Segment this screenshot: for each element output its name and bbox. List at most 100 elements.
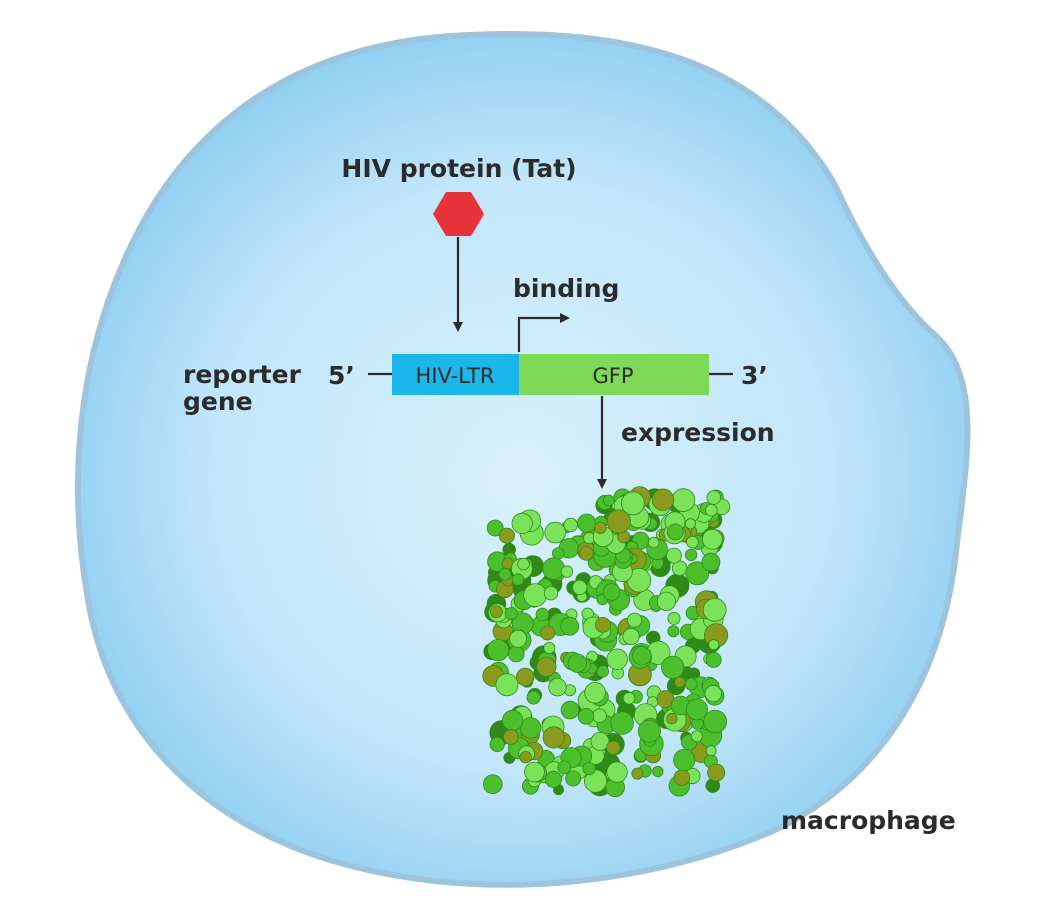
protein-atom	[684, 518, 696, 530]
protein-atom	[674, 676, 686, 688]
protein-atom	[502, 729, 519, 745]
reporter-label-line2: gene	[183, 387, 253, 416]
protein-atom	[606, 740, 621, 756]
hexagon-icon	[433, 192, 484, 236]
protein-atom	[560, 700, 580, 720]
protein-atom	[656, 591, 677, 611]
protein-atom	[524, 761, 545, 783]
protein-atom	[517, 557, 530, 571]
protein-atom	[535, 607, 550, 622]
protein-atom	[684, 548, 698, 562]
protein-atom	[543, 586, 559, 601]
protein-atom	[486, 519, 504, 537]
protein-atom	[686, 535, 699, 549]
protein-atom	[563, 517, 578, 533]
protein-atom	[482, 774, 503, 794]
protein-atom	[606, 509, 631, 534]
protein-atom	[673, 749, 696, 772]
protein-atom	[690, 730, 703, 743]
protein-atom	[666, 712, 678, 725]
gene-segment	[519, 354, 709, 395]
protein-atom	[540, 625, 556, 641]
protein-atom	[707, 763, 726, 782]
protein-atom	[702, 597, 727, 622]
protein-atom	[582, 761, 596, 776]
protein-atom	[667, 625, 680, 638]
protein-atom	[596, 665, 610, 678]
protein-atom	[606, 761, 628, 783]
protein-atom	[498, 567, 512, 581]
protein-atom	[661, 655, 685, 680]
protein-atom	[686, 698, 708, 721]
protein-atom	[667, 611, 681, 625]
protein-atom	[543, 642, 556, 655]
promoter-segment-label: HIV-LTR	[416, 364, 495, 388]
protein-atom	[673, 769, 691, 786]
protein-atom	[632, 646, 652, 666]
protein-atom	[519, 751, 532, 764]
protein-atom	[584, 681, 606, 704]
protein-atom	[489, 736, 505, 753]
protein-atom	[542, 557, 565, 580]
promoter-segment	[392, 354, 519, 395]
protein-atom	[489, 605, 503, 619]
reporter-label-line1: reporter	[183, 360, 302, 389]
protein-atom	[666, 523, 684, 541]
protein-atom	[595, 617, 611, 633]
gene-segment-label: GFP	[592, 364, 633, 388]
protein-atom	[557, 760, 572, 775]
protein-atom	[536, 656, 557, 677]
protein-atom	[542, 726, 565, 749]
protein-atom	[567, 653, 587, 673]
protein-atom	[622, 692, 636, 705]
protein-atom	[706, 490, 722, 505]
protein-atom	[705, 745, 717, 757]
protein-atom	[577, 707, 595, 725]
protein-structure-icon	[482, 486, 731, 798]
protein-atom	[498, 527, 515, 544]
protein-atom	[544, 521, 566, 544]
protein-atom	[684, 677, 698, 691]
protein-atom	[544, 770, 562, 788]
protein-atom	[610, 711, 634, 735]
protein-atom	[621, 491, 645, 516]
protein-atom	[511, 512, 533, 535]
expression-label: expression	[621, 418, 775, 447]
protein-atom	[565, 770, 582, 787]
protein-atom	[666, 547, 682, 564]
protein-atom	[631, 767, 644, 780]
protein-atom	[486, 638, 510, 662]
protein-atom	[504, 607, 518, 621]
five-prime-label: 5’	[328, 361, 355, 390]
protein-atom	[602, 494, 615, 507]
protein-atom	[577, 513, 597, 533]
protein-atom	[602, 583, 621, 601]
protein-atom	[583, 769, 608, 793]
protein-atom	[685, 561, 710, 586]
protein-atom	[622, 627, 640, 646]
protein-atom	[705, 651, 722, 668]
protein-atom	[572, 579, 588, 596]
protein-atom	[548, 678, 567, 697]
protein-atom	[705, 504, 718, 517]
protein-atom	[509, 629, 528, 648]
protein-atom	[647, 536, 660, 549]
protein-atom	[708, 639, 720, 651]
protein-atom	[511, 573, 525, 586]
protein-atom	[560, 565, 574, 578]
protein-atom	[627, 612, 643, 628]
protein-atom	[701, 528, 723, 550]
binding-label: binding	[513, 274, 619, 303]
protein-atom	[637, 719, 661, 743]
protein-atom	[523, 583, 548, 607]
protein-atom	[671, 488, 696, 512]
macrophage-cell	[74, 30, 971, 888]
protein-label: HIV protein (Tat)	[341, 154, 576, 183]
protein-atom	[590, 732, 610, 751]
protein-atom	[701, 552, 721, 572]
protein-atom	[652, 765, 664, 778]
protein-atom	[501, 709, 524, 732]
transcription-start-arrow	[517, 313, 570, 352]
